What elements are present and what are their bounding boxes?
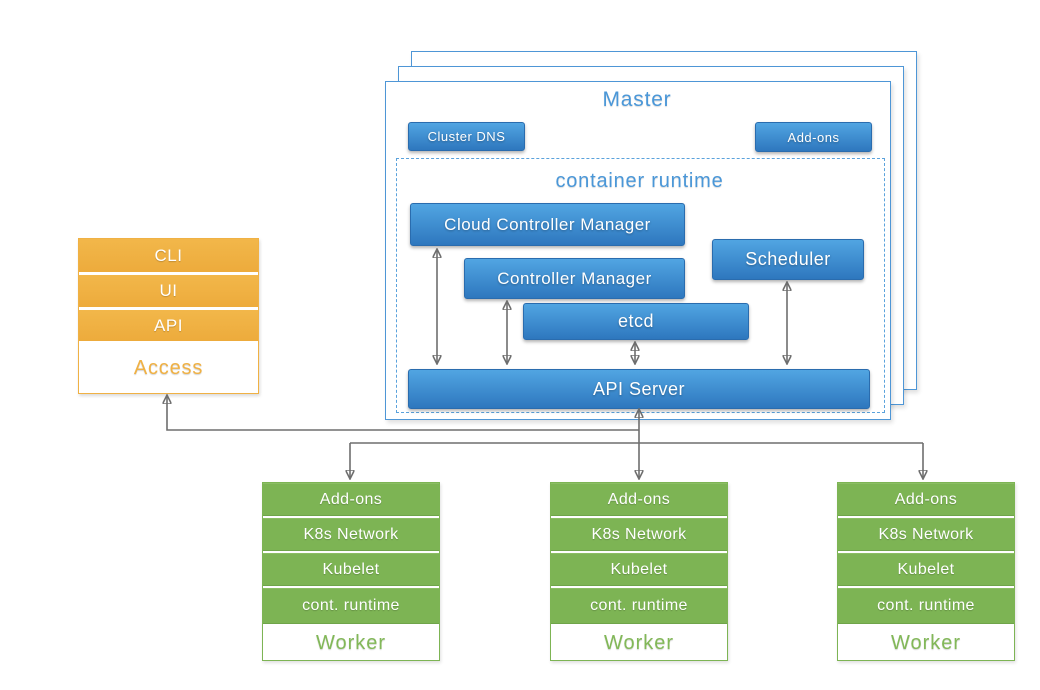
- master-title: Master: [602, 88, 672, 111]
- access-row-ui: UI: [79, 275, 258, 307]
- worker3-label: Worker: [890, 631, 962, 654]
- scheduler-box: Scheduler: [712, 239, 864, 280]
- worker2-addons-row: Add-ons: [551, 483, 727, 516]
- cloud-controller-manager-box: Cloud Controller Manager: [410, 203, 685, 246]
- worker1-label: Worker: [315, 631, 387, 654]
- master-addons-box: Add-ons: [755, 122, 872, 152]
- worker1-addons-row: Add-ons: [263, 483, 439, 516]
- worker-stack-2: Add-ons K8s Network Kubelet cont. runtim…: [550, 482, 728, 661]
- worker3-kubelet-row: Kubelet: [838, 553, 1014, 586]
- container-runtime-title: container runtime: [555, 170, 724, 192]
- api-server-box: API Server: [408, 369, 870, 409]
- cluster-dns-box: Cluster DNS: [408, 122, 525, 151]
- access-row-cli: CLI: [79, 239, 258, 272]
- worker3-container-runtime-row: cont. runtime: [838, 588, 1014, 624]
- worker-stack-1: Add-ons K8s Network Kubelet cont. runtim…: [262, 482, 440, 661]
- access-row-api: API: [79, 310, 258, 341]
- worker1-kubelet-row: Kubelet: [263, 553, 439, 586]
- worker1-k8s-network-row: K8s Network: [263, 518, 439, 551]
- worker-stack-3: Add-ons K8s Network Kubelet cont. runtim…: [837, 482, 1015, 661]
- worker2-label: Worker: [603, 631, 675, 654]
- etcd-box: etcd: [523, 303, 749, 340]
- worker2-container-runtime-row: cont. runtime: [551, 588, 727, 624]
- access-stack: CLI UI API Access: [78, 238, 259, 394]
- worker2-k8s-network-row: K8s Network: [551, 518, 727, 551]
- worker2-kubelet-row: Kubelet: [551, 553, 727, 586]
- controller-manager-box: Controller Manager: [464, 258, 685, 299]
- worker3-k8s-network-row: K8s Network: [838, 518, 1014, 551]
- access-stack-label: Access: [133, 357, 204, 379]
- worker1-container-runtime-row: cont. runtime: [263, 588, 439, 624]
- worker3-addons-row: Add-ons: [838, 483, 1014, 516]
